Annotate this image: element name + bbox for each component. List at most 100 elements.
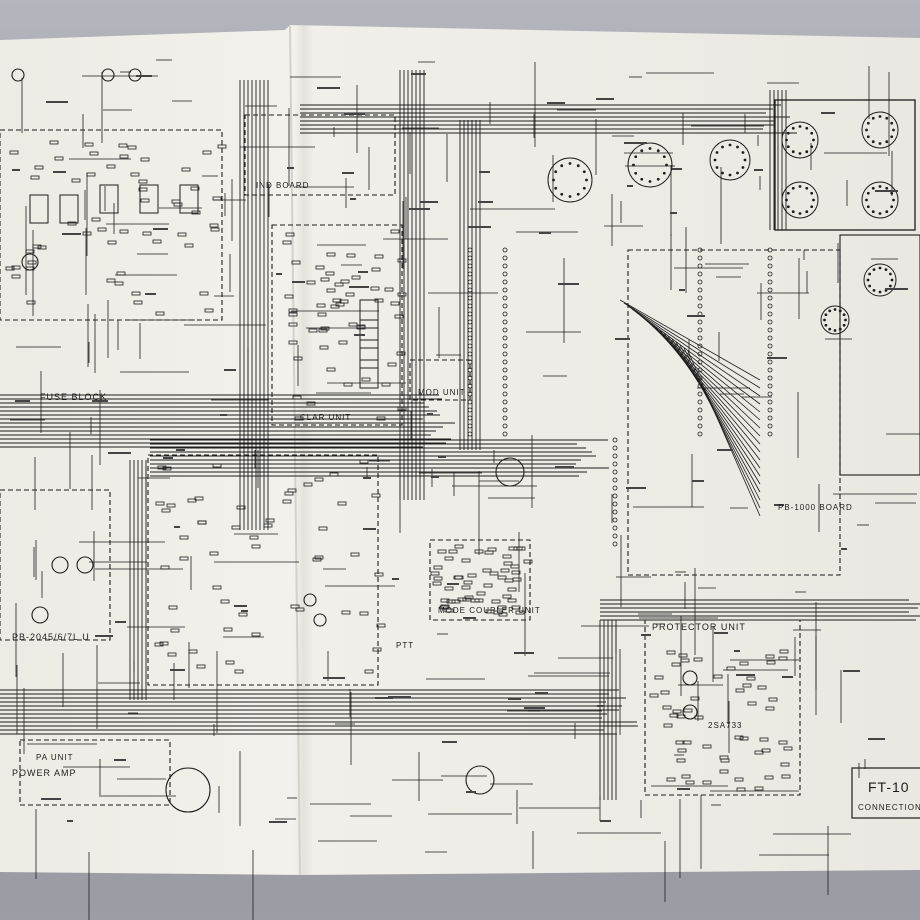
connector-pin bbox=[502, 351, 508, 357]
switch-contact bbox=[632, 163, 635, 167]
resistor bbox=[390, 229, 400, 234]
switch-contact bbox=[582, 170, 586, 174]
resistor bbox=[778, 740, 788, 745]
small-print bbox=[411, 73, 426, 75]
transistor bbox=[165, 767, 211, 813]
switch-contact bbox=[736, 171, 739, 175]
resistor bbox=[290, 604, 300, 609]
wire bbox=[659, 329, 761, 461]
connector-pin bbox=[697, 271, 703, 277]
resistor bbox=[489, 571, 499, 576]
resistor bbox=[660, 690, 670, 695]
switch-contact bbox=[866, 121, 870, 125]
relay bbox=[179, 184, 199, 214]
resistor bbox=[682, 740, 692, 745]
resistor bbox=[768, 697, 778, 702]
resistor bbox=[507, 587, 517, 592]
resistor bbox=[223, 627, 233, 632]
resistor bbox=[284, 294, 294, 299]
resistor bbox=[719, 755, 729, 760]
connector-pin bbox=[612, 437, 618, 443]
small-print bbox=[349, 286, 369, 288]
small-print bbox=[687, 315, 705, 317]
connector-pin bbox=[502, 295, 508, 301]
small-print bbox=[115, 621, 126, 623]
connector-pin bbox=[502, 399, 508, 405]
resistor bbox=[340, 279, 350, 284]
switch-contact bbox=[640, 177, 644, 181]
resistor bbox=[370, 286, 380, 291]
resistor bbox=[719, 769, 729, 774]
small-print bbox=[692, 480, 704, 482]
connector-pin bbox=[502, 343, 508, 349]
switch-contact bbox=[828, 309, 832, 313]
small-print bbox=[468, 226, 491, 228]
switch-contact bbox=[576, 164, 580, 168]
resistor bbox=[502, 594, 512, 599]
small-print bbox=[276, 273, 282, 275]
connector-pin bbox=[502, 335, 508, 341]
resistor bbox=[188, 649, 198, 654]
connector-pin bbox=[767, 263, 773, 269]
small-print bbox=[438, 456, 446, 458]
resistor bbox=[162, 466, 172, 471]
resistor bbox=[106, 164, 116, 169]
resistor bbox=[116, 271, 126, 276]
transistor bbox=[303, 593, 317, 607]
switch-contact bbox=[823, 318, 826, 322]
resistor bbox=[681, 774, 691, 779]
resistor bbox=[779, 649, 789, 654]
resistor bbox=[231, 525, 241, 530]
unit-box bbox=[0, 489, 111, 641]
resistor bbox=[783, 746, 793, 751]
resistor bbox=[766, 660, 776, 665]
resistor bbox=[735, 688, 745, 693]
resistor bbox=[337, 501, 347, 506]
connector-pin bbox=[502, 327, 508, 333]
small-print bbox=[843, 670, 860, 672]
connector-pin bbox=[697, 247, 703, 253]
switch-contact bbox=[833, 308, 837, 311]
resistor bbox=[376, 416, 386, 421]
resistor bbox=[454, 544, 464, 549]
resistor bbox=[284, 491, 294, 496]
resistor bbox=[666, 777, 676, 782]
switch-contact bbox=[888, 284, 892, 288]
connector-pin bbox=[467, 343, 473, 349]
resistor bbox=[454, 575, 464, 580]
resistor bbox=[444, 586, 454, 591]
switch-contact bbox=[810, 205, 814, 209]
small-print bbox=[375, 697, 393, 699]
small-print bbox=[670, 212, 677, 214]
switch-contact bbox=[828, 327, 832, 331]
switch-contact bbox=[868, 284, 872, 288]
small-print bbox=[136, 75, 152, 77]
switch-contact bbox=[890, 205, 894, 209]
resistor bbox=[359, 459, 369, 464]
small-print bbox=[539, 232, 551, 234]
resistor bbox=[97, 227, 107, 232]
resistor bbox=[359, 611, 369, 616]
resistor bbox=[672, 709, 682, 714]
switch-contact bbox=[798, 212, 802, 215]
connector-pin bbox=[502, 391, 508, 397]
ind-board-label: IND BOARD bbox=[256, 181, 309, 190]
switch-contact bbox=[640, 149, 644, 153]
resistor bbox=[319, 345, 329, 350]
resistor bbox=[334, 282, 344, 287]
resistor bbox=[265, 518, 275, 523]
switch-contact bbox=[576, 192, 580, 196]
resistor bbox=[396, 351, 406, 356]
switch-contact bbox=[812, 138, 815, 142]
small-print bbox=[677, 788, 690, 790]
resistor bbox=[734, 777, 744, 782]
connector-pin bbox=[612, 469, 618, 475]
connector-pin bbox=[767, 383, 773, 389]
connector-pin bbox=[467, 319, 473, 325]
power-amp-label: POWER AMP bbox=[12, 768, 77, 778]
resistor bbox=[702, 780, 712, 785]
connector-pin bbox=[767, 335, 773, 341]
resistor bbox=[374, 254, 384, 259]
resistor bbox=[371, 493, 381, 498]
connector-pin bbox=[697, 279, 703, 285]
